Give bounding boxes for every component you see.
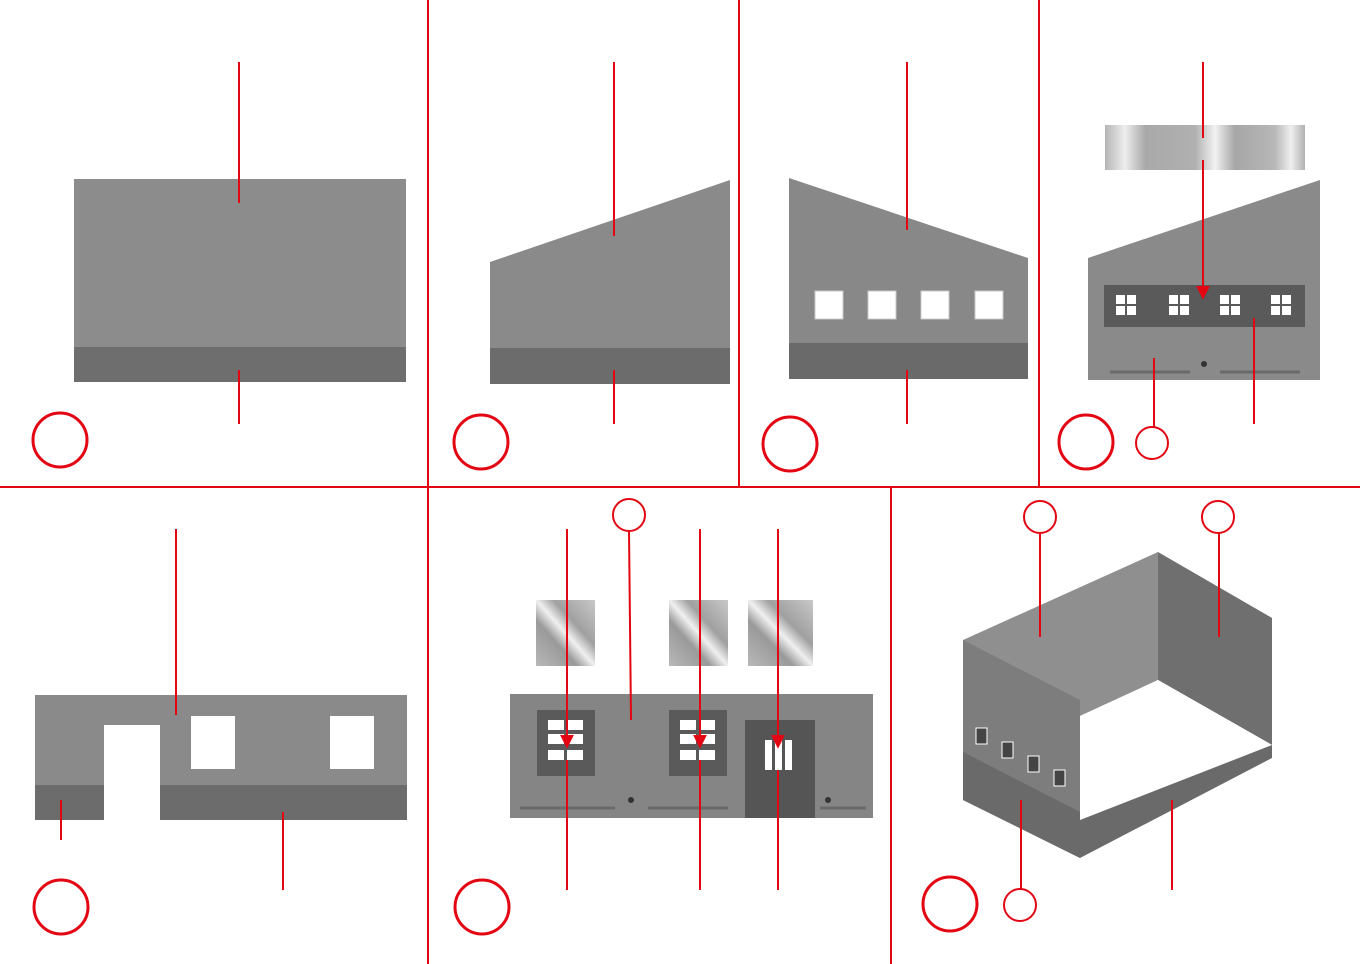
door-wall-base-left xyxy=(35,785,104,820)
peg-hole xyxy=(628,797,634,803)
sub-callout-circle xyxy=(1004,889,1036,921)
small-window xyxy=(1028,756,1039,772)
step-number-circle xyxy=(34,880,88,934)
leader-line xyxy=(629,531,631,720)
glazing-pane xyxy=(748,600,813,666)
sub-callout-circle xyxy=(1136,427,1168,459)
step-5-panel xyxy=(34,529,407,934)
step-number-circle xyxy=(923,877,977,931)
step-number-circle xyxy=(1059,415,1113,469)
step-number-circle xyxy=(763,417,817,471)
step-2-panel xyxy=(454,62,730,469)
window-opening xyxy=(868,291,896,319)
small-window xyxy=(976,728,987,744)
small-window xyxy=(1054,770,1065,786)
glazing-pane xyxy=(536,600,595,666)
small-window xyxy=(1002,742,1013,758)
step-number-circle xyxy=(33,413,87,467)
glazing-strip xyxy=(1105,125,1305,170)
window-opening xyxy=(921,291,949,319)
step-3-panel xyxy=(763,62,1028,471)
peg-hole xyxy=(1201,361,1207,367)
step-number-circle xyxy=(455,880,509,934)
sub-callout-circle xyxy=(1202,501,1234,533)
sloped-wall-upper xyxy=(490,180,730,348)
window-opening xyxy=(815,291,843,319)
gable-wall-base xyxy=(789,343,1028,379)
glazing-pane xyxy=(669,600,728,666)
plain-wall-upper xyxy=(74,179,406,347)
step-4-panel xyxy=(1059,62,1320,469)
window-opening xyxy=(191,716,235,769)
sloped-wall-base xyxy=(490,348,730,384)
window-frame-middle xyxy=(669,710,727,776)
step-number-circle xyxy=(454,415,508,469)
window-opening xyxy=(330,716,374,769)
sub-callout-circle xyxy=(613,499,645,531)
step-1-panel xyxy=(33,62,406,467)
step-6-panel xyxy=(455,499,873,934)
peg-hole xyxy=(825,797,831,803)
sub-callout-circle xyxy=(1024,501,1056,533)
window-opening xyxy=(975,291,1003,319)
door-opening xyxy=(104,725,160,820)
step-7-panel xyxy=(923,501,1272,931)
